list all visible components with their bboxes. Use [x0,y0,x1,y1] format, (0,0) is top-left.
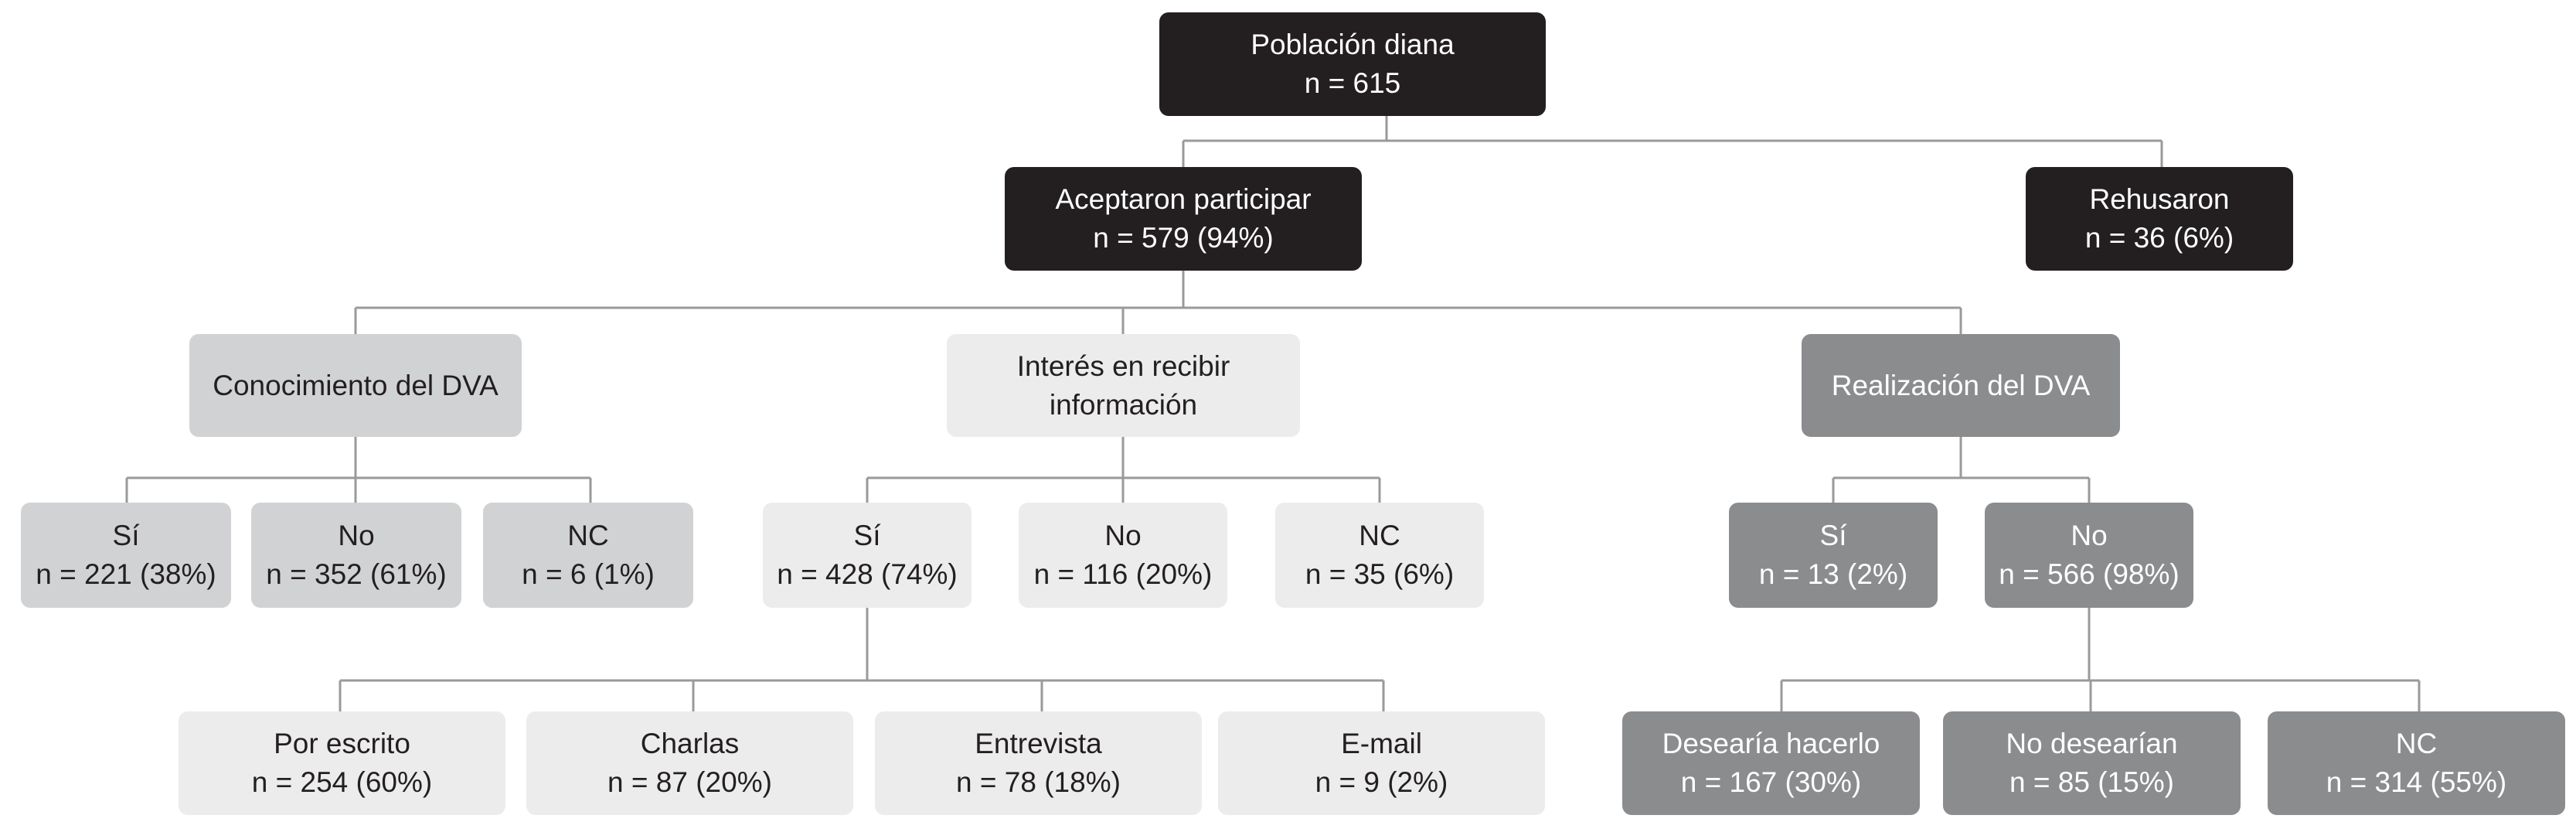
node-email: E-mail n = 9 (2%) [1218,711,1545,815]
node-title: Por escrito [274,728,410,759]
node-realizacion-no-nc: NC n = 314 (55%) [2268,711,2565,815]
node-count: n = 6 (1%) [522,558,655,590]
node-conocimiento-no: No n = 352 (61%) [251,503,461,608]
node-title: Desearía hacerlo [1662,728,1880,759]
node-interes-informacion: Interés en recibir información [947,334,1300,437]
node-conocimiento-nc: NC n = 6 (1%) [483,503,693,608]
connector-conocimiento [125,437,592,503]
node-title: Realización del DVA [1831,369,2091,401]
node-title: Sí [1819,520,1847,551]
node-realizacion-dva: Realización del DVA [1802,334,2120,437]
node-count: n = 566 (98%) [1999,558,2180,590]
node-count: n = 116 (20%) [1033,558,1213,590]
node-title: Conocimiento del DVA [213,369,499,401]
connector-interes [866,437,1381,503]
node-title: Rehusaron [2089,183,2230,215]
connector-aceptaron [354,271,1962,334]
node-title: No [338,520,375,551]
node-count: n = 221 (38%) [36,558,216,590]
node-title: E-mail [1341,728,1422,759]
node-count: n = 35 (6%) [1305,558,1455,590]
node-poblacion-diana: Población diana n = 615 [1159,12,1546,116]
node-title: Población diana [1251,29,1455,60]
node-count: n = 9 (2%) [1315,766,1448,798]
node-title-line1: Interés en recibir [1016,350,1230,382]
node-title: Aceptaron participar [1055,183,1312,215]
node-conocimiento-dva: Conocimiento del DVA [189,334,522,437]
node-title-line2: información [1049,388,1198,421]
node-title: Entrevista [975,728,1102,759]
node-desearia-hacerlo: Desearía hacerlo n = 167 (30%) [1622,711,1920,815]
connector-interes-si [339,608,1385,711]
node-entrevista: Entrevista n = 78 (18%) [875,711,1202,815]
connector-root [1182,116,2163,167]
node-title: Charlas [640,728,740,759]
node-title: No [2071,520,2108,551]
node-count: n = 13 (2%) [1758,558,1908,590]
node-aceptaron-participar: Aceptaron participar n = 579 (94%) [1005,167,1362,271]
node-title: No [1104,520,1142,551]
node-rehusaron: Rehusaron n = 36 (6%) [2026,167,2293,271]
node-title: NC [1359,520,1400,551]
node-conocimiento-si: Sí n = 221 (38%) [21,503,231,608]
node-count: n = 167 (30%) [1680,766,1862,798]
node-title: NC [2395,728,2438,759]
node-count: n = 579 (94%) [1093,222,1274,254]
node-count: n = 615 [1304,67,1401,99]
node-count: n = 314 (55%) [2326,766,2507,798]
node-title: No desearían [2006,728,2178,759]
node-count: n = 352 (61%) [266,558,447,590]
node-title: Sí [853,520,881,551]
node-title: NC [567,520,609,551]
node-realizacion-si: Sí n = 13 (2%) [1729,503,1938,608]
connector-realizacion [1832,437,2091,503]
node-count: n = 36 (6%) [2084,222,2234,254]
node-interes-si: Sí n = 428 (74%) [763,503,972,608]
connector-realizacion-no [1780,608,2421,711]
node-por-escrito: Por escrito n = 254 (60%) [179,711,505,815]
node-count: n = 254 (60%) [251,766,433,798]
node-interes-nc: NC n = 35 (6%) [1275,503,1484,608]
node-count: n = 85 (15%) [2009,766,2174,798]
node-count: n = 78 (18%) [956,766,1121,798]
node-count: n = 87 (20%) [607,766,772,798]
node-charlas: Charlas n = 87 (20%) [526,711,853,815]
node-no-desearian: No desearían n = 85 (15%) [1943,711,2241,815]
node-title: Sí [112,520,140,551]
node-interes-no: No n = 116 (20%) [1019,503,1227,608]
node-count: n = 428 (74%) [777,558,958,590]
node-realizacion-no: No n = 566 (98%) [1985,503,2193,608]
